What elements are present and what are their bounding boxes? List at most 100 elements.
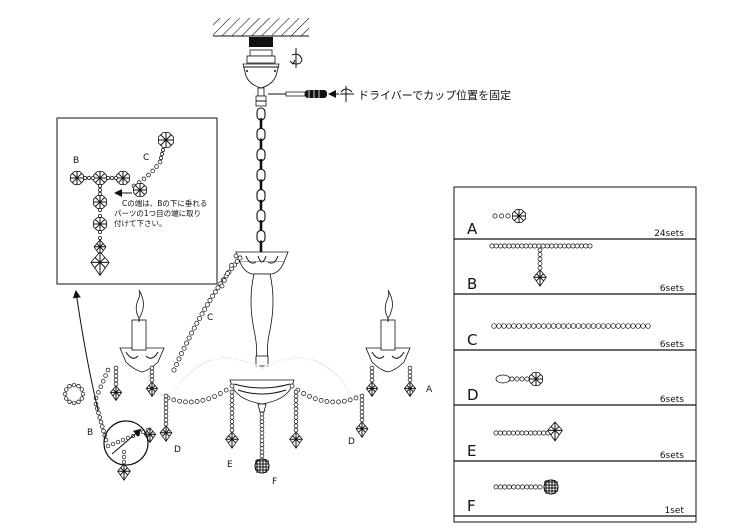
bead bbox=[98, 230, 102, 234]
bead bbox=[98, 188, 102, 192]
bead bbox=[544, 243, 550, 249]
bead bbox=[259, 453, 265, 459]
bead bbox=[293, 393, 299, 399]
bead bbox=[369, 365, 375, 371]
bead bbox=[353, 395, 359, 401]
bead bbox=[515, 484, 521, 490]
bead bbox=[506, 484, 512, 490]
chain-link bbox=[256, 127, 266, 141]
bead bbox=[110, 176, 114, 180]
bead bbox=[99, 424, 105, 429]
bead bbox=[511, 484, 517, 490]
bead bbox=[207, 297, 213, 303]
bead bbox=[491, 323, 497, 329]
bead bbox=[149, 369, 155, 375]
bead bbox=[191, 325, 197, 331]
part-letter: F bbox=[467, 497, 476, 515]
bead bbox=[528, 484, 534, 490]
bead bbox=[293, 398, 299, 403]
bead bbox=[163, 405, 169, 411]
bead bbox=[71, 382, 77, 388]
part-count: 6sets bbox=[660, 340, 684, 350]
bead bbox=[537, 256, 543, 262]
bead bbox=[583, 243, 589, 249]
bead bbox=[369, 369, 375, 375]
bead bbox=[229, 263, 234, 268]
part-letter: D bbox=[467, 386, 479, 404]
bead bbox=[157, 159, 163, 165]
bead bbox=[163, 417, 169, 423]
bead bbox=[537, 484, 543, 490]
bead bbox=[528, 430, 534, 436]
bead bbox=[141, 176, 147, 182]
screw-rotate-icon bbox=[340, 86, 354, 102]
bead bbox=[561, 243, 567, 249]
bead bbox=[113, 381, 119, 387]
label-c: C bbox=[207, 313, 213, 323]
bead bbox=[259, 419, 265, 424]
bead bbox=[574, 243, 580, 249]
bead bbox=[259, 411, 265, 417]
bead bbox=[189, 330, 195, 336]
bead bbox=[505, 213, 511, 219]
bead bbox=[537, 247, 543, 253]
bead bbox=[113, 365, 119, 371]
bead bbox=[67, 399, 72, 404]
bead bbox=[312, 396, 318, 402]
bead bbox=[511, 323, 517, 329]
crystal-strands bbox=[93, 253, 417, 481]
bead bbox=[121, 449, 127, 455]
bead bbox=[115, 439, 121, 445]
bead bbox=[293, 423, 299, 429]
bead-ring-icon bbox=[62, 382, 86, 406]
bead bbox=[259, 446, 265, 451]
bead bbox=[233, 253, 239, 259]
bead bbox=[519, 376, 525, 382]
bead bbox=[64, 396, 69, 401]
bead bbox=[229, 389, 235, 395]
bead bbox=[106, 176, 110, 180]
bead bbox=[519, 243, 525, 249]
bead bbox=[149, 365, 155, 371]
bead bbox=[222, 278, 227, 283]
part-count: 24sets bbox=[654, 229, 684, 239]
bead bbox=[533, 484, 539, 490]
bead bbox=[527, 243, 533, 249]
bead bbox=[541, 323, 547, 329]
bead bbox=[184, 340, 190, 346]
bead bbox=[218, 391, 223, 396]
bead bbox=[587, 243, 593, 249]
label-f: F bbox=[272, 477, 277, 487]
inset-label-c: C bbox=[143, 153, 149, 163]
bead bbox=[64, 387, 69, 392]
bead bbox=[523, 243, 529, 249]
bead bbox=[121, 459, 127, 465]
bead bbox=[359, 397, 365, 403]
bead bbox=[497, 484, 503, 490]
bead bbox=[501, 323, 507, 329]
rotate-arrow-icon bbox=[289, 48, 303, 68]
bead bbox=[359, 417, 365, 423]
bead bbox=[590, 323, 597, 329]
bead bbox=[369, 377, 375, 383]
bead bbox=[293, 410, 299, 416]
bead bbox=[293, 389, 299, 395]
label-d-left: D bbox=[174, 445, 181, 455]
bead bbox=[204, 302, 210, 308]
bead bbox=[210, 293, 216, 299]
bead bbox=[183, 399, 188, 405]
bead bbox=[521, 323, 527, 329]
bead bbox=[150, 168, 155, 174]
part-illustration bbox=[493, 479, 559, 495]
bead bbox=[493, 243, 499, 249]
bead bbox=[605, 323, 611, 329]
bead bbox=[79, 387, 84, 392]
bead bbox=[163, 393, 169, 399]
crystal-drop bbox=[90, 251, 110, 277]
part-letter: A bbox=[467, 220, 478, 238]
screwdriver-callout: ドライバーでカップ位置を固定 bbox=[268, 86, 511, 102]
bead bbox=[101, 428, 106, 434]
bead bbox=[194, 320, 200, 326]
